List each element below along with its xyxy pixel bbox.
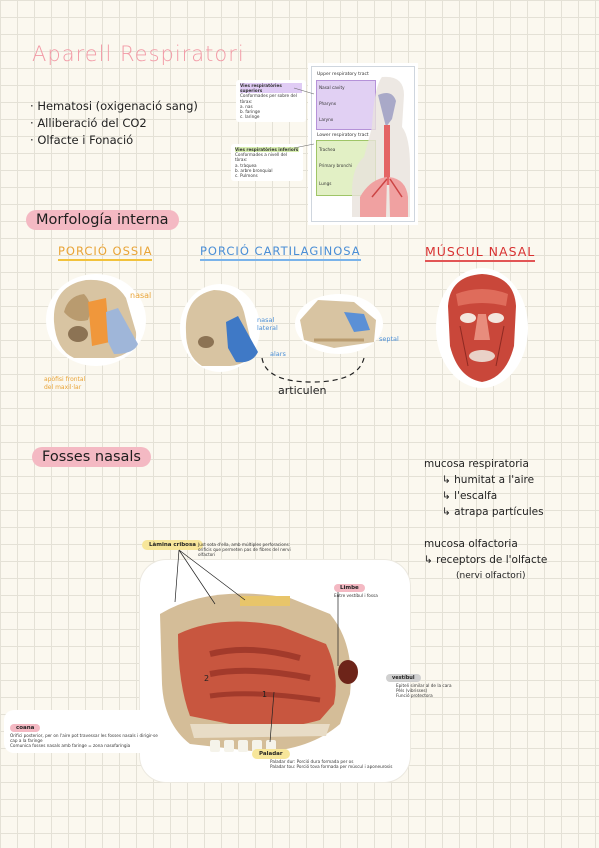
mucosa-olfactoria-block: mucosa olfactoria ↳ receptors de l'olfac…: [424, 536, 547, 584]
vestibul-item: Epiteli similar al de la cara: [396, 683, 452, 688]
skull-bony-illustration: [46, 274, 146, 366]
note-upper-item: a. nas: [240, 103, 253, 109]
note-lower-text: Conformades a nivell del tòrax:: [235, 152, 288, 163]
body-outline-illustration: [352, 76, 410, 218]
label-apofisi: apòfisi frontal del maxil·lar: [44, 376, 86, 391]
function-item: Olfacte i Fonació: [30, 132, 198, 149]
mucosa-resp-item-text: humitat a l'aire: [454, 474, 535, 486]
paladar-pointer-line: [269, 691, 275, 743]
functions-list: Hematosi (oxigenació sang) Alliberació d…: [30, 98, 198, 149]
coana-item: Comunica fosses nasals amb faringe = zon…: [10, 743, 131, 749]
lamina-cribosa-label: Làmina cribosa: [142, 540, 203, 550]
mucosa-resp-item-text: atrapa partícules: [454, 506, 544, 518]
limbe-text: Entre vestíbul i fossa: [334, 593, 378, 598]
porcio-cartilaginosa-heading: PORCIÓ CARTILAGINOSA: [200, 244, 361, 261]
vestibul-item: Funció protectora: [396, 693, 433, 699]
vestibul-item: Pèls (vibrisses): [396, 688, 428, 694]
note-upper-item: c. laringe: [240, 114, 260, 120]
note-upper-item: b. faringe: [240, 109, 261, 115]
paladar-item: Paladar dur: Porció dura formada per os: [270, 759, 354, 764]
mucosa-olfactoria-title: mucosa olfactoria: [424, 538, 518, 550]
label-alars: alars: [270, 350, 286, 358]
limbe-pointer-line: [337, 592, 339, 666]
respiratory-tract-figure: Upper respiratory tract Nasal cavity Pha…: [311, 66, 415, 222]
lungs-label: Lungs: [319, 181, 332, 186]
paladar-item: Paladar tou: Porció tova formada per mús…: [270, 764, 393, 770]
upper-tract-box: [316, 80, 376, 130]
note-lower-heading: Vies respiratòries inferiors: [235, 147, 299, 153]
lower-tract-title: Lower respiratory tract: [317, 133, 369, 138]
paladar-callout: Paladar Paladar dur: Porció dura formada…: [252, 740, 402, 769]
function-item: Hematosi (oxigenació sang): [30, 98, 198, 115]
coana-item: Orifici posterior, per on l'aire pot tra…: [10, 733, 158, 744]
porcio-ossia-heading: PORCIÓ OSSIA: [58, 244, 153, 261]
mucosa-olf-item-text: receptors de l'olfacte: [436, 554, 548, 566]
mucosa-resp-item: ↳ humitat a l'aire: [442, 472, 544, 488]
label-articulen: articulen: [278, 384, 327, 397]
limbe-label: Limbe: [334, 584, 365, 592]
nasal-muscle-face-illustration: [436, 268, 528, 388]
nasal-cavity-section-illustration: [160, 593, 358, 752]
larynx-label: Larynx: [319, 117, 334, 122]
function-item: Alliberació del CO2: [30, 115, 198, 132]
lamina-cribosa-text: Just sota d'ella, amb múltiples perforac…: [198, 542, 291, 558]
mucosa-olf-item: ↳ receptors de l'olfacte: [424, 552, 547, 568]
note-lower-item: a. tràquea: [235, 162, 257, 168]
coana-label: coana: [10, 724, 41, 732]
label-nasal: nasal: [130, 291, 152, 300]
limbe-callout: Limbe Entre vestíbul i fossa: [334, 574, 404, 598]
note-upper-heading: Vies respiratòries superiors: [240, 83, 302, 94]
coana-callout: coana Orifici posterior, per on l'aire p…: [4, 710, 164, 753]
note-upper-text: Conformades per sobre del tòrax:: [240, 93, 297, 104]
arrow-right-icon: ↳: [442, 490, 455, 502]
bronchi-label: Primary bronchi: [319, 163, 353, 168]
articulen-bracket: [261, 357, 365, 383]
note-upper-tract: Vies respiratòries superiors Conformades…: [236, 80, 306, 123]
upper-tract-title: Upper respiratory tract: [317, 72, 369, 77]
label-nasal-lateral: nasal lateral: [257, 316, 278, 332]
arrow-right-icon: ↳: [424, 554, 437, 566]
section-number-1: 1: [262, 690, 268, 699]
mucosa-resp-item: ↳ l'escalfa: [442, 488, 544, 504]
mucosa-resp-item: ↳ atrapa partícules: [442, 504, 544, 520]
nasal-cavity-label: Nasal cavity: [319, 85, 345, 90]
mucosa-olf-sub: (nervi olfactori): [456, 571, 526, 581]
trachea-label: Trachea: [319, 147, 336, 152]
page-title: Aparell Respiratori: [32, 42, 245, 66]
mucosa-resp-item-text: l'escalfa: [454, 490, 498, 502]
mucosa-respiratoria-title: mucosa respiratoria: [424, 458, 529, 470]
note-lower-tract: Vies respiratòries inferiors Conformades…: [231, 144, 303, 182]
label-septal: septal: [379, 335, 399, 343]
lamina-pointer-lines: [174, 549, 246, 605]
vestibul-callout: vestíbul Epiteli similar al de la cara P…: [386, 664, 462, 699]
muscul-nasal-heading: MÚSCUL NASAL: [425, 244, 536, 262]
mucosa-respiratoria-block: mucosa respiratoria ↳ humitat a l'aire ↳…: [424, 456, 544, 520]
note-lower-item: c. Pulmons: [235, 173, 258, 179]
skull-cartilage-illustration: [180, 284, 260, 372]
section-heading-morfologia: Morfología interna: [26, 210, 179, 230]
arrow-right-icon: ↳: [442, 474, 455, 486]
mucosa-resp-list: ↳ humitat a l'aire ↳ l'escalfa ↳ atrapa …: [424, 472, 544, 520]
nasal-septum-illustration: [295, 294, 383, 354]
pharynx-label: Pharynx: [319, 101, 337, 106]
vestibul-label: vestíbul: [386, 674, 421, 682]
note-arrows: [293, 87, 315, 149]
note-lower-item: b. arbre bronquial: [235, 167, 273, 173]
section-number-2: 2: [204, 674, 210, 683]
paladar-label: Paladar: [252, 749, 290, 759]
arrow-right-icon: ↳: [442, 506, 455, 518]
section-heading-fosses: Fosses nasals: [32, 447, 151, 467]
